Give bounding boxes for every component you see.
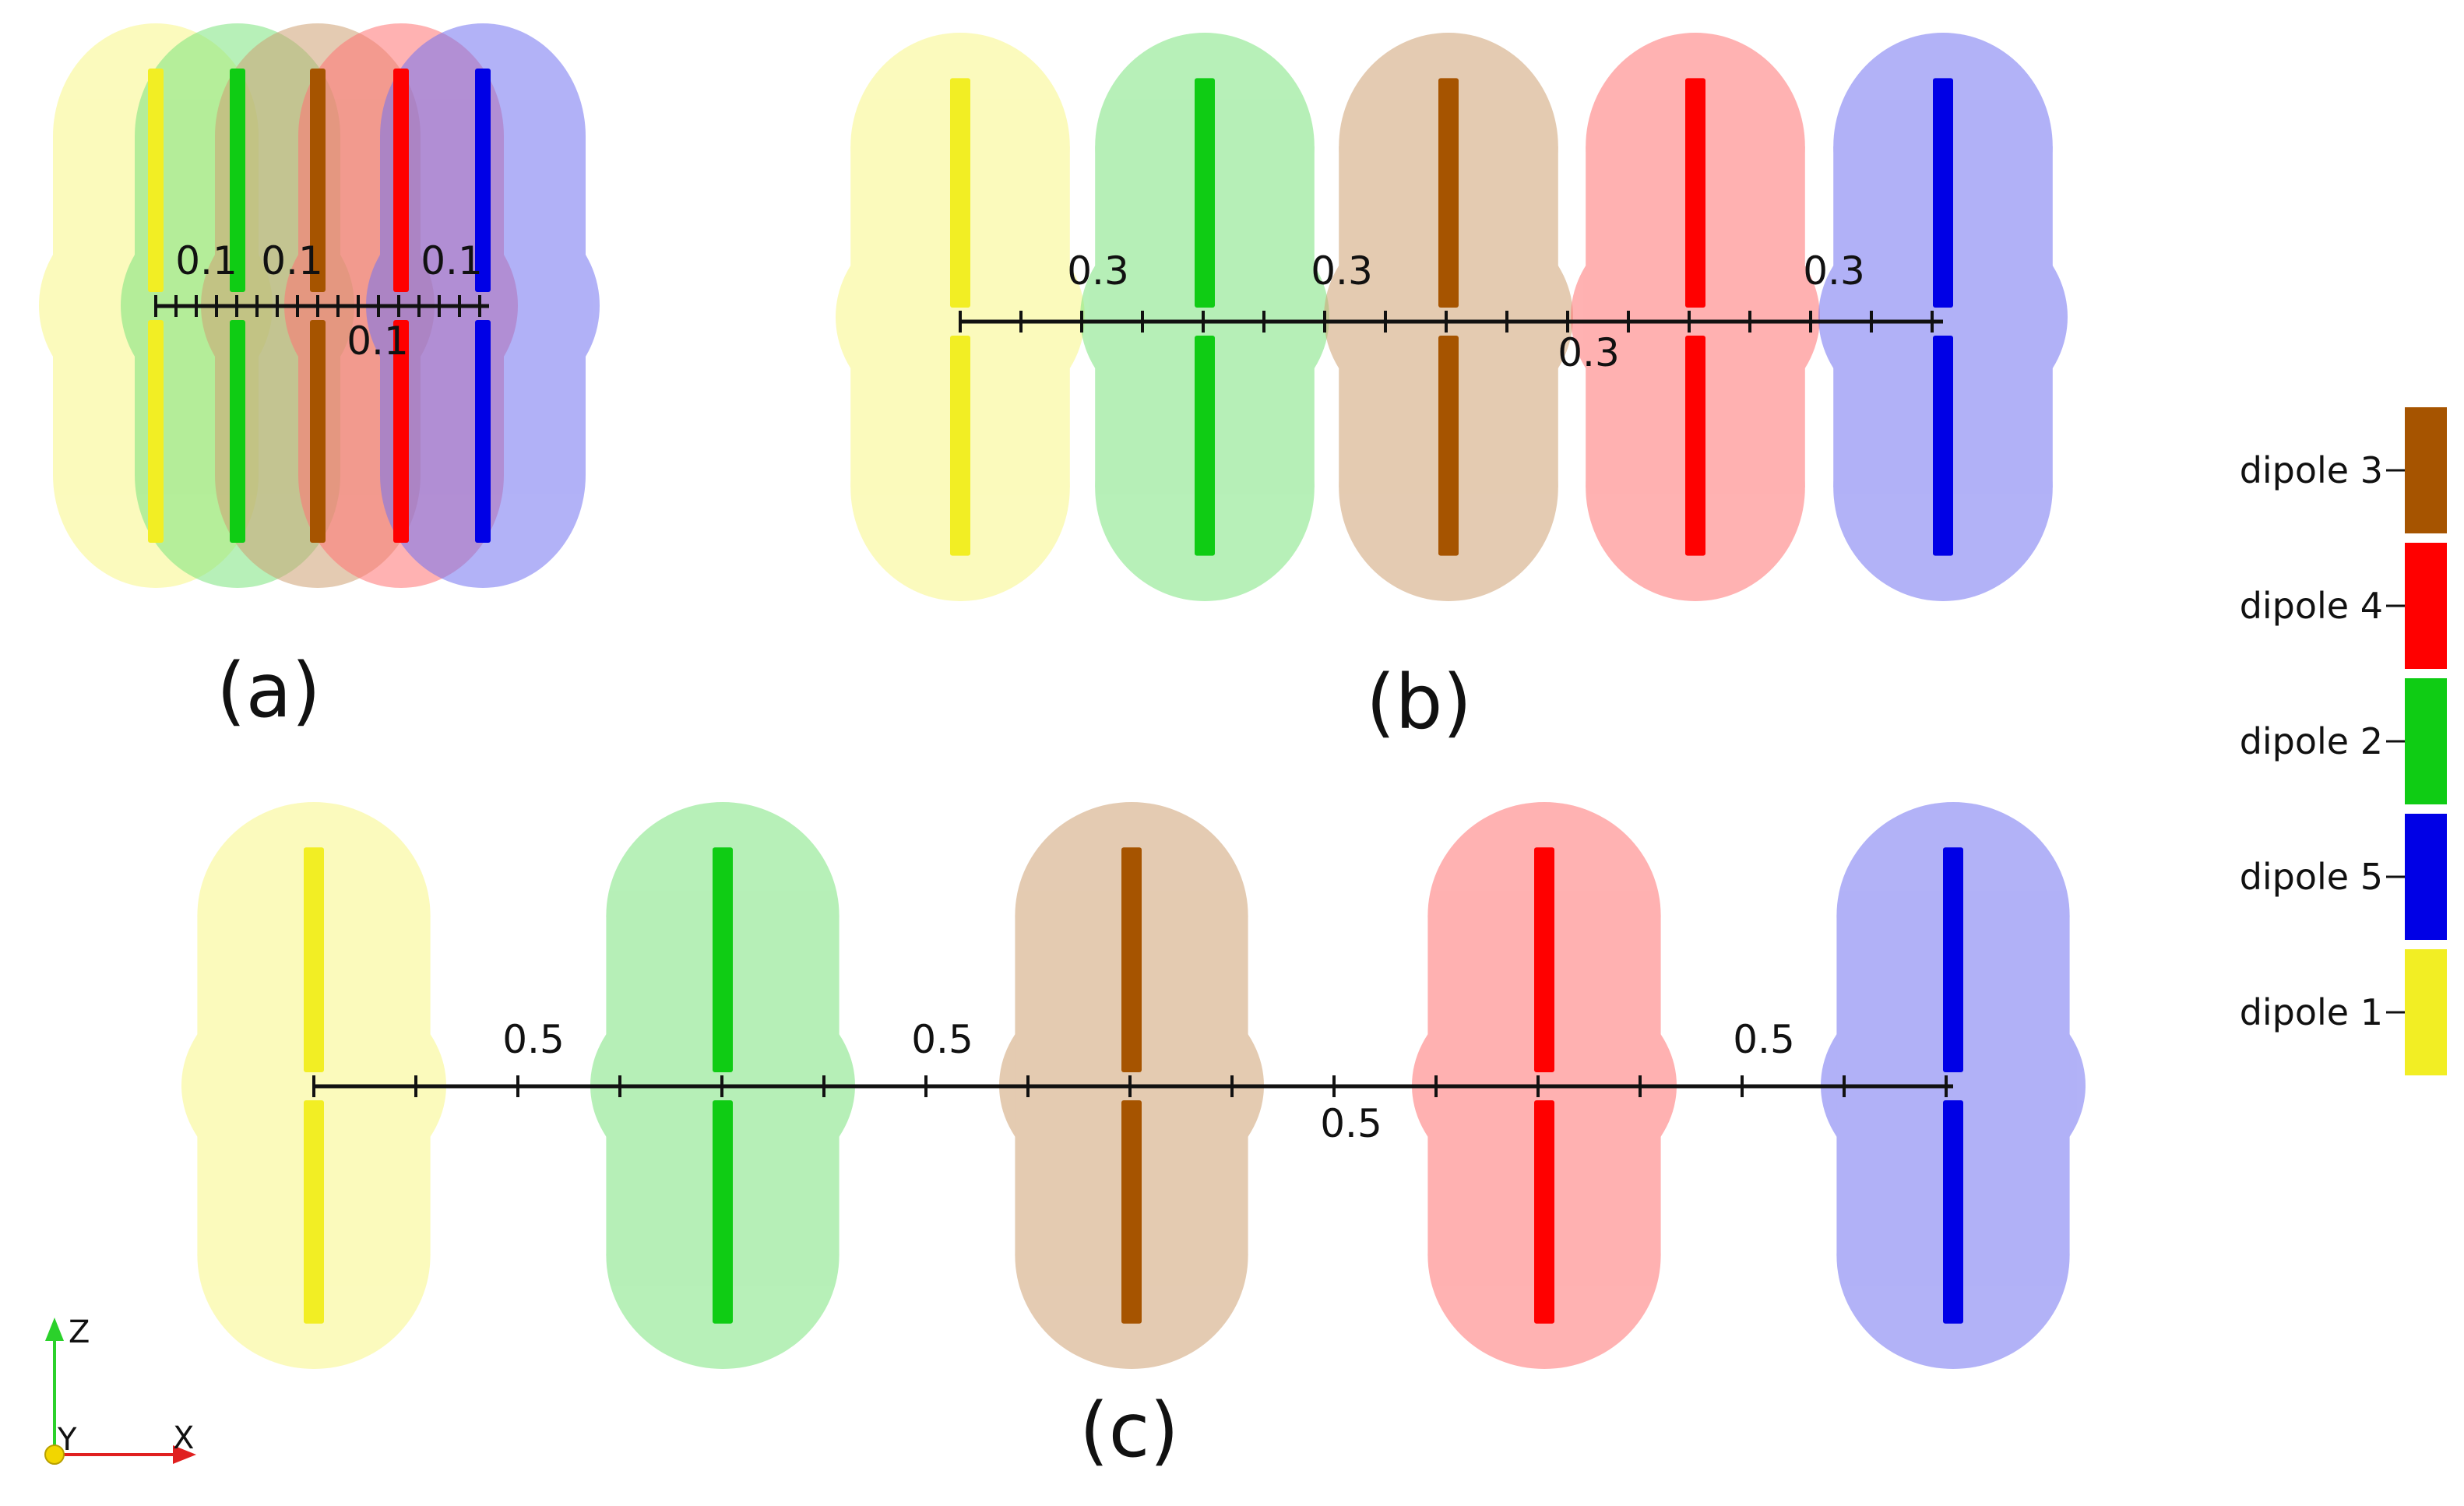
panel-label-b: (b): [1366, 659, 1472, 746]
legend-swatch-dipole-2: [2405, 678, 2447, 804]
legend-swatch-dipole-5: [2405, 814, 2447, 940]
spacing-label: 0.1: [347, 318, 409, 364]
x-axis-label: X: [173, 1420, 194, 1456]
panel-label-c: (c): [1079, 1387, 1179, 1474]
dipole-rod-lower-dipole-2: [1195, 336, 1215, 556]
dipole-rod-upper-dipole-2: [713, 847, 733, 1072]
dipole-rod-lower-dipole-5: [1943, 1100, 1963, 1324]
legend-label-dipole-1: dipole 1: [2240, 991, 2383, 1033]
spacing-label: 0.5: [502, 1017, 565, 1062]
legend-swatch-dipole-1: [2405, 949, 2447, 1075]
dipole-rod-upper-dipole-4: [1685, 78, 1705, 308]
panel-b-adjacent-dipoles: 0.3 0.3 0.3 0.3: [836, 33, 2068, 601]
spacing-label: 0.3: [1067, 248, 1129, 294]
y-axis-dot-icon: [44, 1444, 65, 1465]
dipole-rod-lower-dipole-4: [1685, 336, 1705, 556]
x-axis-arrow-icon: [173, 1445, 196, 1464]
dipole-rod-upper-dipole-1: [304, 847, 324, 1072]
legend-swatch-dipole-4: [2405, 543, 2447, 669]
dipole-rod-lower-dipole-5: [1933, 336, 1953, 556]
dipole-rod-upper-dipole-3: [1438, 78, 1459, 308]
z-axis-label: Z: [69, 1314, 90, 1350]
dipole-rod-lower-dipole-5: [475, 320, 491, 543]
spacing-label: 0.5: [1320, 1101, 1382, 1146]
legend-label-dipole-5: dipole 5: [2240, 856, 2383, 898]
spacing-label: 0.5: [911, 1017, 973, 1062]
dipole-rod-upper-dipole-3: [1121, 847, 1142, 1072]
panel-label-a: (a): [216, 647, 321, 734]
dipole-rod-upper-dipole-5: [1933, 78, 1953, 308]
legend-swatch-dipole-3: [2405, 407, 2447, 533]
dipole-rod-lower-dipole-3: [1121, 1100, 1142, 1324]
dipole-rod-lower-dipole-3: [1438, 336, 1459, 556]
z-axis-arrow-icon: [45, 1318, 64, 1341]
y-axis-label: Y: [57, 1422, 77, 1458]
dipole-rod-lower-dipole-1: [304, 1100, 324, 1324]
dipole-rod-upper-dipole-5: [1943, 847, 1963, 1072]
dipole-rod-lower-dipole-2: [230, 320, 245, 543]
spacing-label: 0.3: [1558, 330, 1620, 375]
spacing-label: 0.1: [175, 238, 238, 283]
legend-label-dipole-2: dipole 2: [2240, 720, 2383, 762]
dipole-rod-lower-dipole-4: [393, 320, 409, 543]
axes-triad: Z Y X: [44, 1314, 196, 1465]
dipole-rod-lower-dipole-4: [1534, 1100, 1554, 1324]
dipole-rod-lower-dipole-1: [148, 320, 164, 543]
panel-a-overlapping-dipoles: 0.1 0.1 0.1 0.1: [39, 23, 600, 588]
spacing-label: 0.1: [421, 238, 483, 283]
spacing-label: 0.3: [1311, 248, 1373, 294]
spacing-label: 0.3: [1803, 248, 1865, 294]
dipole-rod-upper-dipole-5: [475, 69, 491, 292]
dipole-rod-lower-dipole-2: [713, 1100, 733, 1324]
spacing-label: 0.5: [1733, 1017, 1795, 1062]
panel-c-separated-dipoles: 0.5 0.5 0.5 0.5: [181, 802, 2086, 1369]
legend: dipole 3 dipole 4 dipole 2 dipole 5 dipole 1: [2240, 407, 2447, 1075]
dipole-rod-upper-dipole-1: [148, 69, 164, 292]
dipole-rod-upper-dipole-1: [950, 78, 970, 308]
legend-label-dipole-3: dipole 3: [2240, 449, 2383, 491]
dipole-rod-upper-dipole-4: [1534, 847, 1554, 1072]
spacing-label: 0.1: [261, 238, 323, 283]
dipole-rod-upper-dipole-2: [1195, 78, 1215, 308]
dipole-rod-upper-dipole-2: [230, 69, 245, 292]
dipole-rod-upper-dipole-3: [310, 69, 326, 292]
dipole-rod-upper-dipole-4: [393, 69, 409, 292]
legend-label-dipole-4: dipole 4: [2240, 585, 2383, 627]
dipole-rod-lower-dipole-3: [310, 320, 326, 543]
dipole-rod-lower-dipole-1: [950, 336, 970, 556]
